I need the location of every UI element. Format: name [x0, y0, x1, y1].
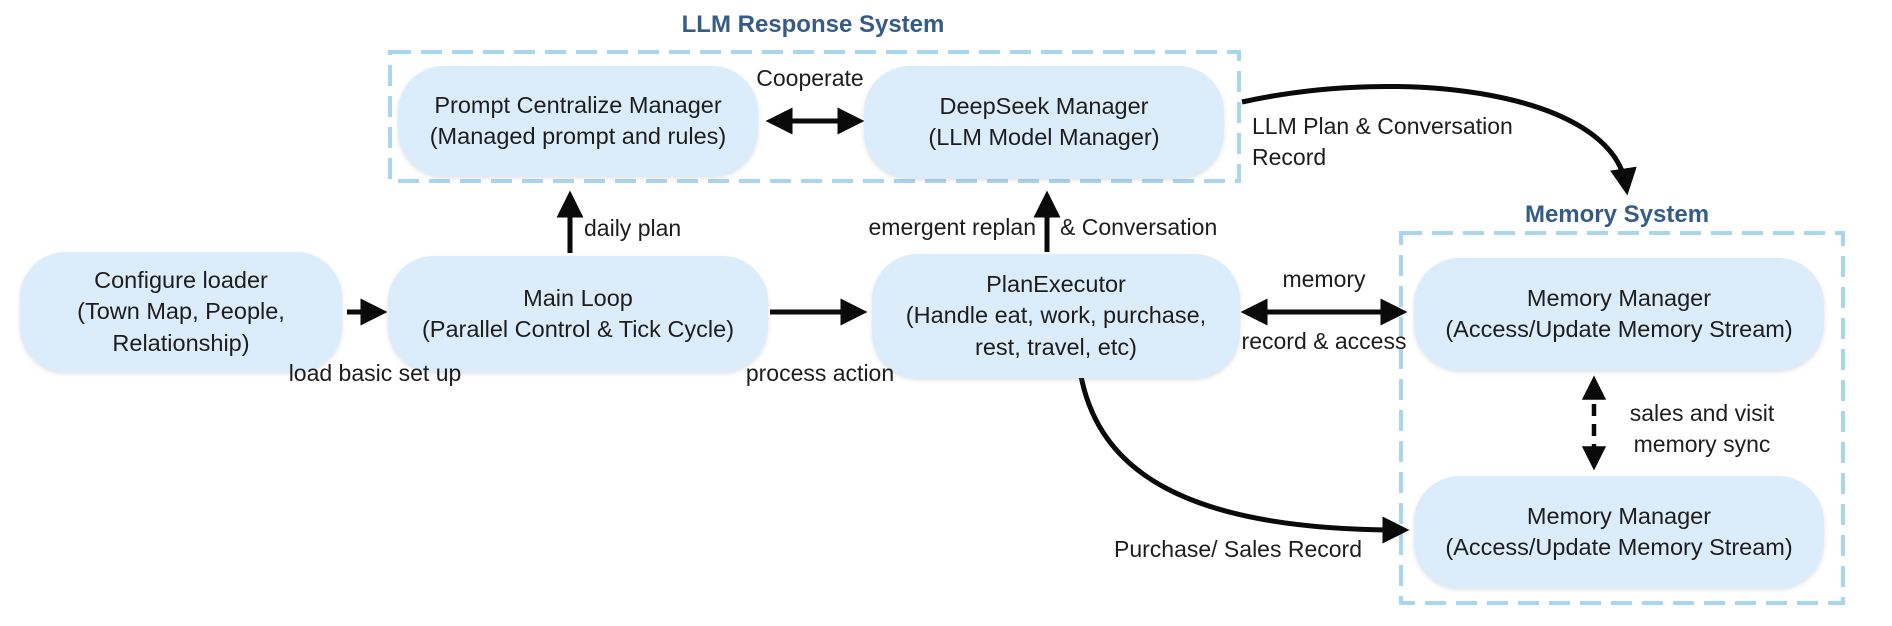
node-configure-loader: Configure loader (Town Map, People, Rela…	[20, 252, 342, 372]
node-line: Main Loop	[523, 284, 633, 311]
node-line: Configure loader	[94, 267, 268, 294]
label-emergent-replan: emergent replan	[868, 214, 1037, 240]
node-memory-manager-top: Memory Manager (Access/Update Memory Str…	[1414, 258, 1824, 370]
node-line: (Parallel Control & Tick Cycle)	[421, 316, 735, 342]
node-line: (Town Map, People,	[77, 298, 285, 325]
node-line: (Access/Update Memory Stream)	[1445, 534, 1793, 560]
node-line: Memory Manager	[1526, 502, 1712, 529]
node-line: (Managed prompt and rules)	[429, 123, 727, 149]
node-line: (Access/Update Memory Stream)	[1445, 316, 1793, 342]
node-line: PlanExecutor	[986, 271, 1126, 298]
label-line: sales and visit	[1629, 400, 1775, 426]
label-record-and-access: record & access	[1241, 328, 1407, 354]
node-line: Prompt Centralize Manager	[434, 91, 722, 118]
label-process-action: process action	[745, 360, 895, 386]
node-deepseek-manager: DeepSeek Manager (LLM Model Manager)	[864, 66, 1224, 178]
node-line: (Handle eat, work, purchase,	[905, 302, 1207, 329]
label-sales-visit-sync: sales and visit memory sync	[1616, 398, 1788, 460]
node-line: rest, travel, etc)	[975, 333, 1137, 360]
label-line: LLM Plan & Conversation	[1252, 113, 1513, 139]
label-cooperate: Cooperate	[756, 65, 864, 91]
node-line: Relationship)	[112, 329, 250, 356]
label-line: memory sync	[1633, 431, 1771, 457]
label-llm-plan-record: LLM Plan & Conversation Record	[1252, 111, 1513, 173]
memory-system-title: Memory System	[1524, 201, 1710, 228]
arrow-llm-plan-record	[1241, 84, 1637, 196]
memory-system-border	[1399, 231, 1845, 605]
label-load-basic-set-up: load basic set up	[288, 360, 462, 386]
label-memory: memory	[1282, 266, 1366, 292]
llm-response-system-title: LLM Response System	[681, 11, 945, 38]
label-daily-plan: daily plan	[584, 215, 682, 241]
label-line: Record	[1252, 144, 1327, 170]
node-line: DeepSeek Manager	[939, 92, 1149, 119]
label-purchase-sales-record: Purchase/ Sales Record	[1113, 536, 1362, 562]
node-main-loop: Main Loop (Parallel Control & Tick Cycle…	[388, 256, 768, 372]
node-plan-executor: PlanExecutor (Handle eat, work, purchase…	[872, 254, 1240, 378]
node-line: (LLM Model Manager)	[928, 124, 1160, 150]
arrow-purchase-sales-record	[1078, 375, 1410, 544]
label-and-conversation: & Conversation	[1060, 214, 1218, 240]
node-line: Memory Manager	[1526, 284, 1712, 311]
node-prompt-centralize-manager: Prompt Centralize Manager (Managed promp…	[398, 66, 758, 176]
llm-response-system-border	[388, 50, 1241, 183]
node-memory-manager-bottom: Memory Manager (Access/Update Memory Str…	[1414, 476, 1824, 588]
